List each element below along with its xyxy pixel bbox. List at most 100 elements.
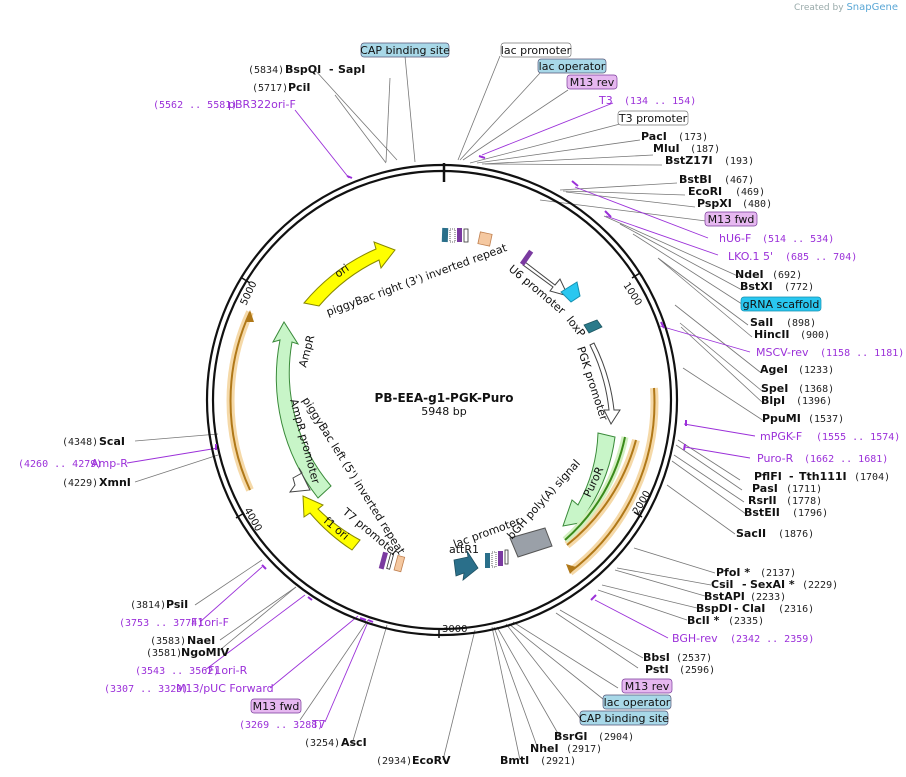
box-label-m13fwd-right: M13 fwd xyxy=(704,211,758,227)
site-pflfi-tth111i: PflFI-Tth111I(1704) xyxy=(754,470,890,483)
box-label-grna-scaffold: gRNA scaffold xyxy=(740,296,822,312)
svg-text:SexAI *: SexAI * xyxy=(750,578,795,591)
site-ecori: EcoRI (469) xyxy=(688,185,765,198)
svg-text:RsrII: RsrII xyxy=(748,494,777,507)
site-spei: SpeI(1368) xyxy=(761,382,834,395)
svg-text:F1ori-R: F1ori-R xyxy=(208,664,248,677)
primer-bgh-rev: BGH-rev(2342 .. 2359) xyxy=(672,632,814,645)
svg-text:(2335): (2335) xyxy=(728,616,764,627)
svg-text:lac operator: lac operator xyxy=(604,696,671,709)
site-paci: PacI(173) xyxy=(641,130,708,143)
site-agei: AgeI(1233) xyxy=(760,363,834,376)
primer-t3: T3(134 .. 154) xyxy=(598,94,696,107)
svg-text:(2596): (2596) xyxy=(679,665,715,676)
ori-arrow xyxy=(303,241,396,307)
top-feature-cluster xyxy=(441,227,493,247)
svg-text:(772): (772) xyxy=(784,282,814,293)
site-bbsi: BbsI(2537) xyxy=(643,651,712,664)
primer-t7: (3269 .. 3288)T7 xyxy=(239,718,326,731)
svg-text:M13 fwd: M13 fwd xyxy=(253,700,300,713)
primer-pbr322ori-f: (5562 .. 5581) pBR322ori-F xyxy=(153,98,296,111)
site-ngomiv: (3581)NgoMIV xyxy=(146,646,230,659)
svg-text:(1233): (1233) xyxy=(798,365,834,376)
svg-text:(1662 .. 1681): (1662 .. 1681) xyxy=(804,454,888,465)
site-pspxi: PspXI(480) xyxy=(697,197,772,210)
tick-3000: 3000 xyxy=(442,624,467,635)
plasmid-name: PB-EEA-g1-PGK-Puro xyxy=(375,391,514,405)
feature-loxp-label: loxP xyxy=(564,314,588,340)
svg-text:(900): (900) xyxy=(800,330,830,341)
svg-text:(2342 .. 2359): (2342 .. 2359) xyxy=(730,634,814,645)
svg-text:T3 promoter: T3 promoter xyxy=(618,112,688,125)
svg-text:BstZ17I: BstZ17I xyxy=(665,154,713,167)
svg-text:EcoRI: EcoRI xyxy=(688,185,722,198)
site-asci: (3254)AscI xyxy=(304,736,367,749)
backbone-outer xyxy=(205,163,679,637)
svg-text:(193): (193) xyxy=(724,156,754,167)
svg-text:CAP binding site: CAP binding site xyxy=(360,44,450,57)
svg-text:BstAPI: BstAPI xyxy=(704,590,745,603)
svg-text:(1158 .. 1181): (1158 .. 1181) xyxy=(820,348,904,359)
svg-text:NgoMIV: NgoMIV xyxy=(181,646,230,659)
svg-text:(2934): (2934) xyxy=(376,756,412,767)
svg-text:Tth111I: Tth111I xyxy=(799,470,847,483)
svg-text:lac promoter: lac promoter xyxy=(501,44,572,57)
svg-text:T7: T7 xyxy=(311,718,326,731)
inner-small-features xyxy=(378,549,509,573)
svg-text:(3254): (3254) xyxy=(304,738,340,749)
svg-text:(1711): (1711) xyxy=(786,484,822,495)
svg-text:(4229): (4229) xyxy=(62,478,98,489)
site-rsrii: RsrII(1778) xyxy=(748,494,822,507)
box-label-m13rev-bottom: M13 rev xyxy=(621,678,673,694)
svg-text:(4348): (4348) xyxy=(62,437,98,448)
svg-text:CAP binding site: CAP binding site xyxy=(579,712,669,725)
site-pcii: (5717) PciI xyxy=(252,81,310,94)
svg-text:(1876): (1876) xyxy=(778,529,814,540)
svg-text:M13/pUC Forward: M13/pUC Forward xyxy=(176,682,274,695)
svg-text:(1368): (1368) xyxy=(798,384,834,395)
svg-text:BstEII: BstEII xyxy=(744,506,780,519)
site-bsrgi: BsrGI(2904) xyxy=(554,730,634,743)
left-site-labels: (4348)ScaI (4229)XmnI (3814)PsiI (3583)N… xyxy=(62,435,230,659)
svg-text:(685 .. 704): (685 .. 704) xyxy=(785,252,857,263)
svg-text:PspXI: PspXI xyxy=(697,197,732,210)
box-label-cap-bottom: CAP binding site xyxy=(579,710,669,726)
svg-text:pBR322ori-F: pBR322ori-F xyxy=(228,98,296,111)
svg-text:(4260 .. 4279): (4260 .. 4279) xyxy=(18,459,102,470)
svg-text:(469): (469) xyxy=(735,187,765,198)
svg-text:PstI: PstI xyxy=(645,663,669,676)
svg-text:MSCV-rev: MSCV-rev xyxy=(756,346,809,359)
site-xmni: (4229)XmnI xyxy=(62,476,131,489)
site-naei: (3583)NaeI xyxy=(150,634,215,647)
svg-text:(3814): (3814) xyxy=(130,600,166,611)
svg-text:PpuMI: PpuMI xyxy=(762,412,801,425)
primer-puro-r: Puro-R(1662 .. 1681) xyxy=(757,452,888,465)
svg-text:(898): (898) xyxy=(786,318,816,329)
svg-text:(3583): (3583) xyxy=(150,636,186,647)
box-label-lac-operator-bottom: lac operator xyxy=(602,694,672,710)
box-label-t3-promoter: T3 promoter xyxy=(617,110,689,126)
svg-text:BmtI: BmtI xyxy=(500,754,529,767)
site-bmti: BmtI(2921) xyxy=(500,754,576,767)
svg-text:BbsI: BbsI xyxy=(643,651,670,664)
svg-text:(173): (173) xyxy=(678,132,708,143)
primer-amp-r: (4260 .. 4279)Amp-R xyxy=(18,457,128,470)
svg-text:BclI *: BclI * xyxy=(687,614,720,627)
f1-ori-arrow xyxy=(302,495,361,551)
left-primer-labels: (4260 .. 4279)Amp-R (3753 .. 3774)F1ori-… xyxy=(18,457,326,731)
svg-text:SapI: SapI xyxy=(338,63,365,76)
svg-text:M13 rev: M13 rev xyxy=(570,76,615,89)
primer-mpgk-f: mPGK-F(1555 .. 1574) xyxy=(760,430,900,443)
svg-text:(3543 .. 3562): (3543 .. 3562) xyxy=(135,666,219,677)
svg-text:(3581): (3581) xyxy=(146,648,182,659)
svg-text:F1ori-F: F1ori-F xyxy=(191,616,229,629)
svg-text:-: - xyxy=(789,470,794,483)
loxp-arrow xyxy=(583,319,603,334)
svg-text:SalI: SalI xyxy=(750,316,773,329)
svg-text:(5562 .. 5581): (5562 .. 5581) xyxy=(153,100,237,111)
backbone-inner xyxy=(211,169,673,631)
attr1-arrow xyxy=(453,550,479,581)
svg-text:lac operator: lac operator xyxy=(539,60,606,73)
svg-text:NaeI: NaeI xyxy=(187,634,215,647)
svg-text:BsrGI: BsrGI xyxy=(554,730,587,743)
